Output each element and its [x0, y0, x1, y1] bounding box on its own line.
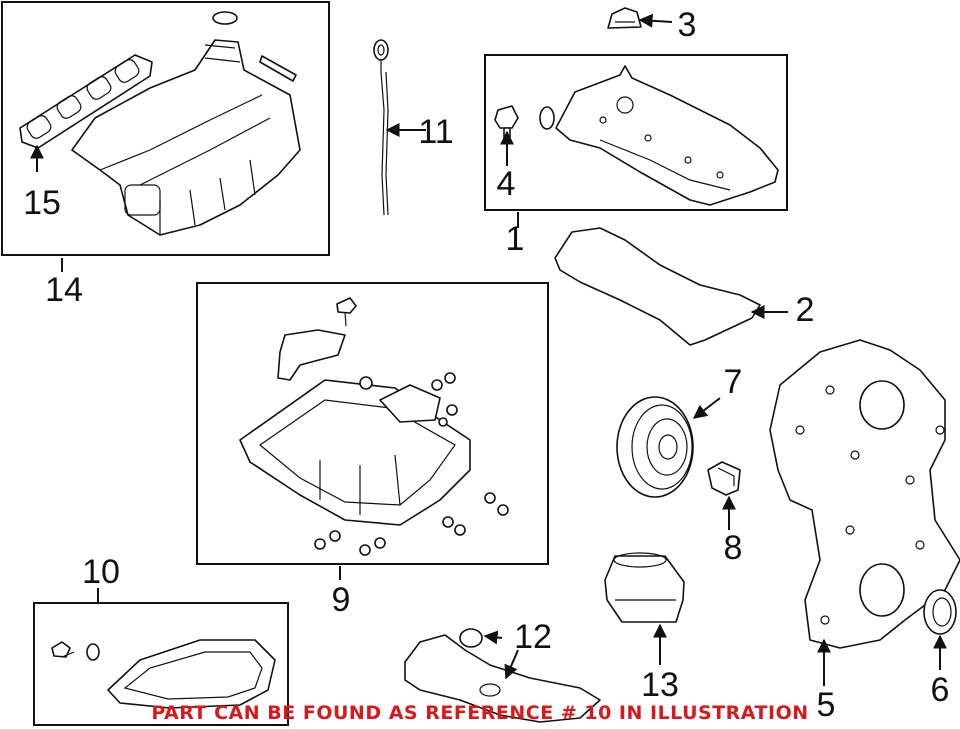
oil-filter — [604, 552, 685, 623]
oil-pipe — [404, 628, 601, 723]
callout-10: 10 — [82, 553, 120, 591]
callout-11: 11 — [418, 113, 453, 151]
oil-pan — [239, 297, 509, 556]
group-box-1 — [484, 54, 788, 211]
callout-4: 4 — [497, 165, 516, 203]
callout-13: 13 — [641, 666, 679, 704]
leader-lines — [30, 13, 947, 686]
valve-cover-gasket — [554, 227, 761, 346]
pulley-bolt — [707, 461, 741, 496]
callout-8: 8 — [724, 529, 743, 567]
callout-5: 5 — [817, 686, 836, 724]
callout-2: 2 — [796, 291, 815, 329]
callout-7: 7 — [724, 363, 743, 401]
callout-9: 9 — [332, 581, 351, 619]
reference-notice: PART CAN BE FOUND AS REFERENCE # 10 IN I… — [151, 702, 808, 724]
callout-12: 12 — [514, 618, 552, 656]
group-box-14 — [1, 1, 330, 256]
intake-gasket — [19, 54, 153, 149]
front-seal — [923, 589, 957, 635]
callout-1: 1 — [506, 220, 525, 258]
valve-cover — [555, 65, 779, 206]
lower-oil-pan — [51, 639, 276, 709]
callout-3: 3 — [678, 6, 697, 44]
callout-14: 14 — [45, 271, 83, 309]
callout-15: 15 — [23, 184, 61, 222]
oil-filler-cap — [607, 7, 642, 29]
dipstick — [373, 39, 389, 216]
intake-manifold — [71, 11, 301, 236]
group-box-10 — [33, 602, 289, 726]
cover-seal — [539, 106, 555, 130]
callout-6: 6 — [931, 671, 950, 709]
group-box-9 — [196, 282, 549, 565]
crank-pulley — [616, 396, 694, 498]
